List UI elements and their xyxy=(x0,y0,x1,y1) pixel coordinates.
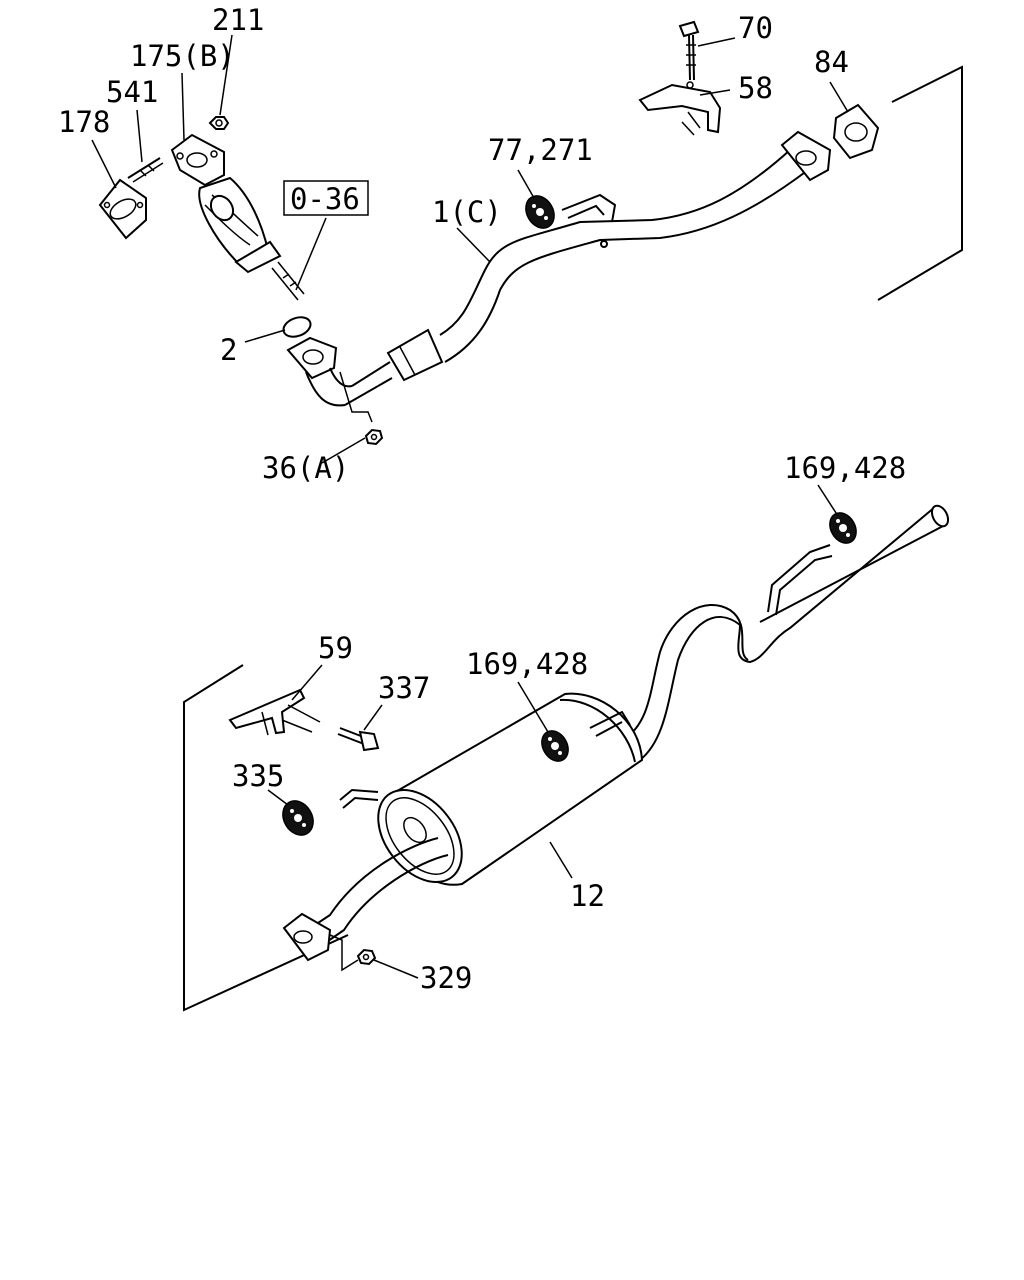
label-169-428-mid: 169,428 xyxy=(466,647,588,681)
stud-0-36 xyxy=(271,261,305,301)
bolt-70 xyxy=(678,20,700,81)
hanger-77-271 xyxy=(525,195,555,229)
hanger-335 xyxy=(282,800,314,836)
label-2: 2 xyxy=(220,333,237,367)
label-211: 211 xyxy=(212,3,264,37)
label-178: 178 xyxy=(58,105,110,139)
label-337: 337 xyxy=(378,671,430,705)
intermediate-pipe xyxy=(625,504,950,761)
nut-211 xyxy=(208,116,230,130)
label-0-36: 0-36 xyxy=(290,182,360,216)
ref-box-0-36 xyxy=(283,180,369,216)
label-335: 335 xyxy=(232,759,284,793)
stud-541 xyxy=(127,157,164,183)
label-70: 70 xyxy=(738,11,773,45)
hanger-169-428-mid xyxy=(541,730,569,762)
label-329: 329 xyxy=(420,961,472,995)
label-169-428-top: 169,428 xyxy=(784,451,906,485)
hanger-169-428-top xyxy=(829,512,857,544)
nut-36a xyxy=(364,428,384,446)
lower-boundary-lines xyxy=(183,664,349,1012)
label-36a: 36(A) xyxy=(262,451,349,485)
gasket-84 xyxy=(832,103,880,160)
label-59: 59 xyxy=(318,631,353,665)
ring-gasket-2 xyxy=(282,316,312,338)
label-541: 541 xyxy=(106,75,158,109)
bracket-58 xyxy=(638,81,722,136)
label-84: 84 xyxy=(814,45,849,79)
upper-boundary-lines xyxy=(877,65,963,301)
bolt-337 xyxy=(337,727,380,752)
label-12: 12 xyxy=(570,879,605,913)
front-pipe-1c xyxy=(286,130,832,407)
leader-lines xyxy=(91,34,849,979)
manifold-175b xyxy=(170,133,282,274)
label-58: 58 xyxy=(738,71,773,105)
label-1c: 1(C) xyxy=(432,195,502,229)
gasket-178 xyxy=(98,178,147,240)
label-77-271: 77,271 xyxy=(488,133,593,167)
label-175b: 175(B) xyxy=(130,39,235,73)
nut-329 xyxy=(356,948,377,966)
muffler-12 xyxy=(282,692,644,962)
bracket-59 xyxy=(228,688,321,736)
